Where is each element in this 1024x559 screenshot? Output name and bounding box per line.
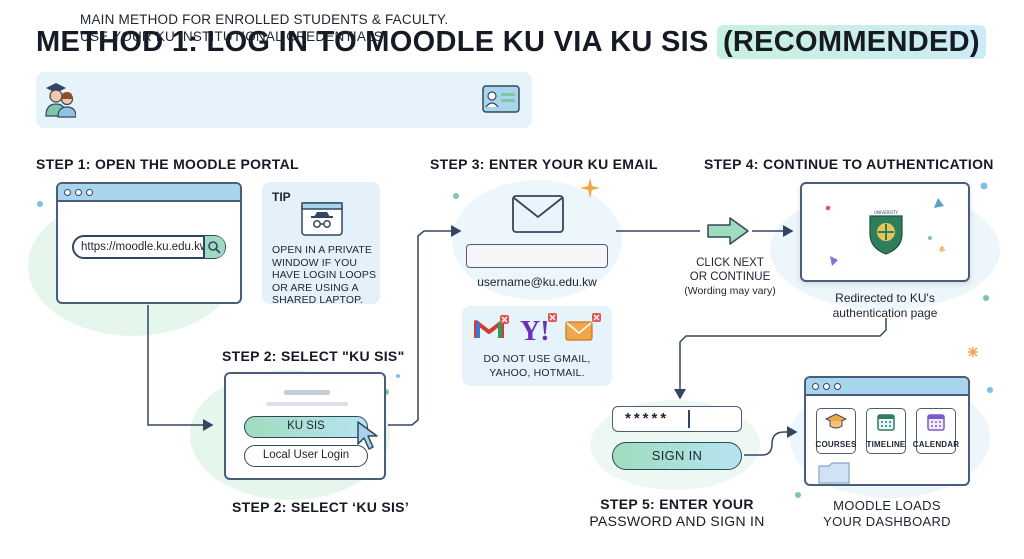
students-icon [45,83,76,118]
window-title-bar [806,378,968,396]
calendar-label: CALENDAR [912,440,960,449]
email-example: username@ku.edu.kw [477,275,597,289]
email-warning-text: DO NOT USE GMAIL, YAHOO, HOTMAIL. [483,353,591,379]
window-header-line [266,402,348,406]
envelope-icon [512,195,564,233]
step3-label: STEP 3: ENTER YOUR KU EMAIL [430,156,658,172]
page-title: METHOD 1: LOG IN TO MOODLE KU VIA KU SIS… [36,25,986,59]
url-bar[interactable]: https://moodle.ku.edu.kw [72,235,226,259]
redirect-caption: Redirected to KU's authentication page [832,291,938,320]
email-field[interactable] [466,244,608,268]
tip-title: TIP [272,190,291,204]
svg-text:Y!: Y! [520,316,550,344]
sign-in-button[interactable]: SIGN IN [612,442,742,470]
svg-text:UNIVERSITY: UNIVERSITY [874,210,898,215]
folder-icon [818,462,850,484]
search-icon [208,241,221,254]
window-header-line [284,390,330,395]
hotmail-icon [565,313,601,341]
intro-banner [36,72,532,128]
step5-label: STEP 5: ENTER YOUR PASSWORD AND SIGN IN [589,496,765,529]
step4-label: STEP 4: CONTINUE TO AUTHENTICATION [704,156,994,172]
yahoo-icon: Y! [520,313,557,344]
graduation-cap-icon [825,413,847,429]
incognito-icon [301,202,343,236]
calendar-icon [877,414,895,431]
email-warning-box [462,306,612,386]
timeline-label: TIMELINE [866,440,906,449]
gmail-icon [474,315,509,338]
courses-label: COURSES [815,440,857,449]
password-cursor [688,410,690,428]
local-user-login-button[interactable]: Local User Login [244,445,368,467]
window-title-bar [58,184,240,202]
tip-text: OPEN IN A PRIVATE WINDOW IF YOU HAVE LOG… [272,244,377,306]
recommended-highlight: (RECOMMENDED) [716,25,986,59]
decorative-shapes [825,198,945,266]
step2-label-top: STEP 2: SELECT "KU SIS" [222,348,405,364]
arrow-right-icon [707,217,749,245]
calendar-icon [927,414,945,431]
cursor-icon [357,421,378,450]
password-field[interactable]: ***** [612,406,742,432]
step2-label-bottom: STEP 2: SELECT ‘KU SIS’ [232,499,410,515]
step1-label: STEP 1: OPEN THE MOODLE PORTAL [36,156,299,172]
click-next-text: CLICK NEXT OR CONTINUE (Wording may vary… [684,257,776,297]
intro-text: MAIN METHOD FOR ENROLLED STUDENTS & FACU… [80,12,449,44]
dashboard-caption: MOODLE LOADS YOUR DASHBOARD [823,498,951,529]
ku-sis-button[interactable]: KU SIS [244,416,368,438]
ku-logo-icon: UNIVERSITY [869,210,903,255]
id-card-icon [482,85,520,113]
